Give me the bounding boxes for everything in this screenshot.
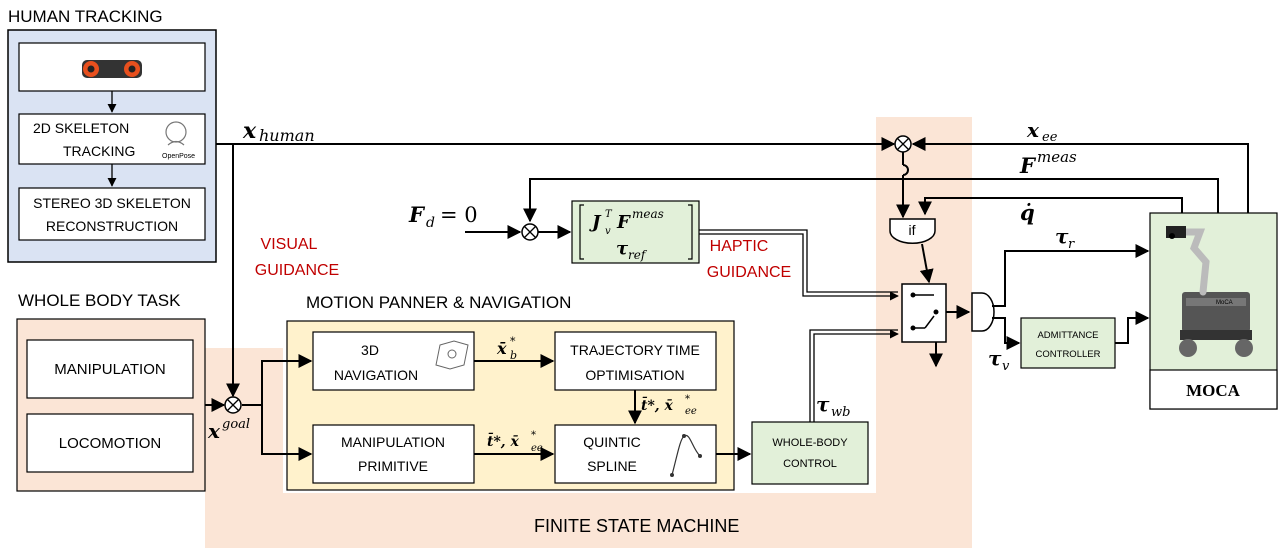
jacobian-row1-j-sub: v [605,226,611,237]
openpose-logo-icon [165,121,187,146]
trajectory-time-block [554,331,717,391]
skeleton-2d-line1: 2D SKELETON [33,120,129,136]
f-d-label: F [408,202,426,227]
q-dot-label: q̇ [1020,200,1035,225]
whole-body-control-block [751,421,869,485]
navigation-3d-block [312,331,475,391]
admittance-line1: ADMITTANCE [1037,330,1098,341]
tau-r-sub: r [1068,237,1075,252]
jacobian-row2-tau: τ [616,238,629,259]
finite-state-machine-region [205,117,972,548]
tau-wb-sub: wb [831,405,850,420]
tau-r-label: τ [1055,224,1069,248]
admittance-line2: CONTROLLER [1036,349,1101,360]
skeleton-2d-line2: TRACKING [63,143,135,159]
robot-badge-text: MoCA [1216,300,1233,306]
f-d-sub: d [426,215,435,231]
output-splitter [971,292,995,332]
openpose-label: OpenPose [162,153,195,160]
xb-sub: b [510,349,517,362]
stereo-camera-icon [82,60,142,78]
t-xee-right-label: t̄*, x̄ [641,395,674,414]
t-xee-bottom-label: t̄*, x̄ [487,431,520,450]
haptic-guidance-line1: HAPTIC [710,238,769,255]
moca-robot-label: MOCA [1186,381,1241,400]
jacobian-row2-sub: ref [628,248,648,262]
navigation-3d-line2: NAVIGATION [334,367,418,383]
switch-block [901,283,947,343]
visual-guidance-line1: VISUAL [261,236,318,253]
stereo-reconstruction-block [18,187,206,241]
jacobian-row1-f-sup: meas [632,207,664,221]
f-d-eq: = 0 [440,203,478,227]
x-goal-sup: goal [222,417,250,432]
quintic-spline-line1: QUINTIC [583,434,641,450]
x-ee-label: x [1026,118,1040,142]
tau-v-label: τ [988,346,1002,370]
human-tracking-label: HUMAN TRACKING [8,7,163,26]
quintic-spline-block [554,424,717,484]
locomotion-block [26,413,194,473]
whole-body-task-label: WHOLE BODY TASK [18,291,181,310]
x-human-sub: human [259,126,315,145]
f-meas-sup: meas [1037,148,1077,166]
spline-curve-icon [670,434,702,477]
x-human-label: x [242,118,257,144]
admittance-controller-block [1020,317,1116,369]
jacobian-row1-f: F [616,212,631,233]
haptic-guidance-line2: GUIDANCE [707,264,791,281]
f-meas-label: F [1019,153,1037,178]
finite-state-machine-label: FINITE STATE MACHINE [534,516,739,536]
t-xee-bottom-sup: * [531,430,536,441]
x-goal-label: x [207,419,221,443]
if-block [889,218,936,245]
tau-v-sub: v [1002,359,1010,374]
if-label: if [909,222,916,238]
trajectory-time-line2: OPTIMISATION [585,367,684,383]
xb-sup: * [510,335,516,348]
t-xee-right-sup: * [685,394,690,405]
xb-label: x̄ [496,339,507,358]
jacobian-row1-j: J [589,212,602,233]
stereo-line1: STEREO 3D SKELETON [33,195,191,211]
manipulation-primitive-line1: MANIPULATION [341,434,445,450]
robot-image [1166,226,1253,357]
tau-wb-label: τ [816,392,830,416]
visual-guidance-line2: GUIDANCE [255,262,339,279]
x-ee-sub: ee [1042,130,1058,145]
jacobian-block [571,200,700,264]
navigation-3d-line1: 3D [361,342,379,358]
jacobian-row1-j-sup: T [605,209,613,220]
trajectory-time-line1: TRAJECTORY TIME [570,342,700,358]
motion-planner-label: MOTION PANNER & NAVIGATION [306,293,571,312]
t-xee-right-sub: ee [685,406,697,417]
t-xee-bottom-sub: ee [531,443,543,454]
quintic-spline-line2: SPLINE [587,458,637,474]
locomotion-label: LOCOMOTION [59,435,162,452]
whole-body-control-line2: CONTROL [783,458,837,470]
manipulation-primitive-block [312,424,475,484]
stereo-line2: RECONSTRUCTION [46,218,178,234]
manipulation-block [26,339,194,399]
manipulation-primitive-line2: PRIMITIVE [358,458,428,474]
map-navigation-icon [435,340,469,370]
manipulation-label: MANIPULATION [54,361,165,378]
whole-body-control-line1: WHOLE-BODY [772,437,848,449]
